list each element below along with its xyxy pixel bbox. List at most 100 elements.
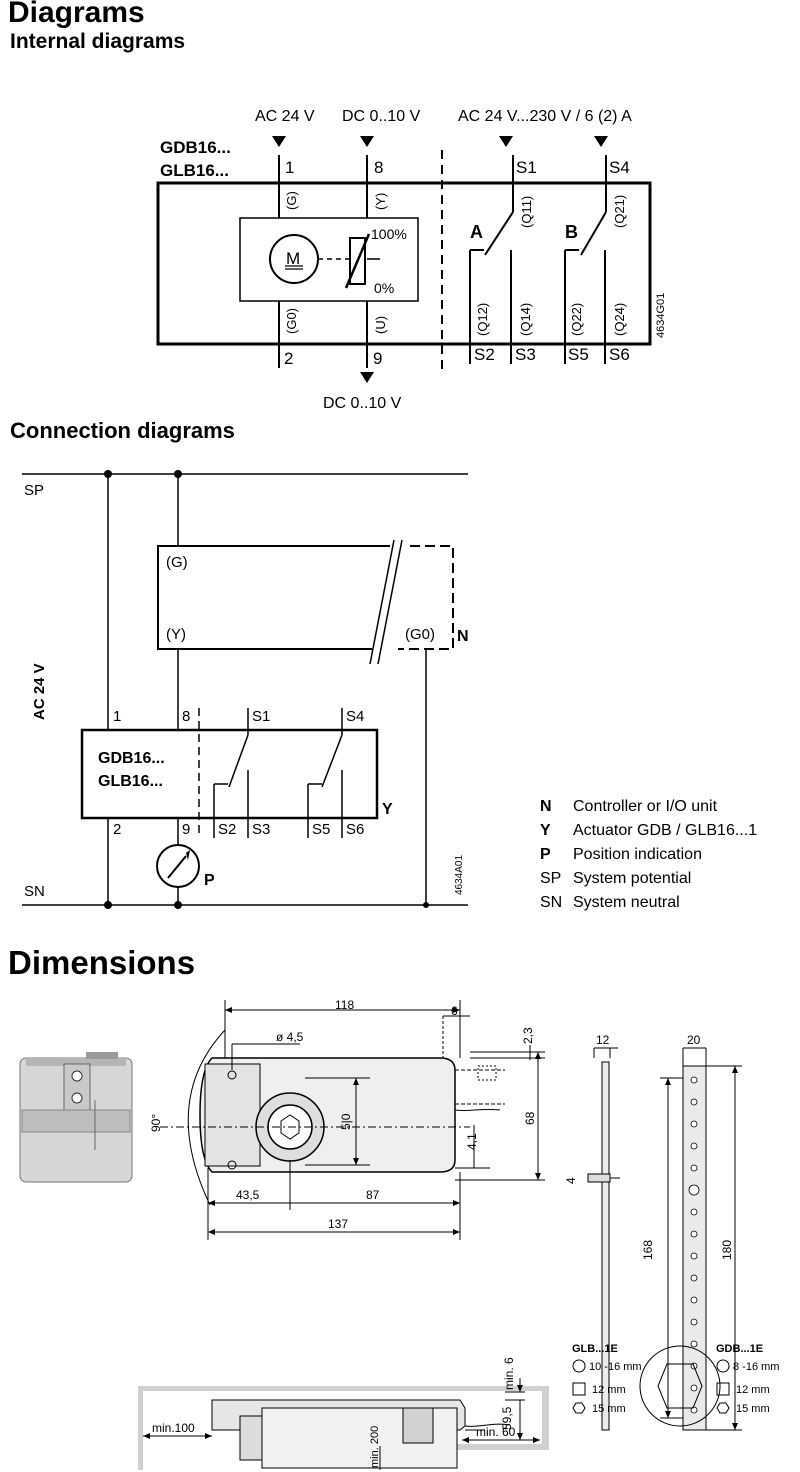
terminal-1: 1 [285,158,294,177]
terminal-s1: S1 [516,158,537,177]
dim-50: 5|0 [339,1113,353,1130]
pin-g: (G) [284,191,299,210]
rail-holes [688,1076,700,1414]
dim-20: 20 [687,1033,701,1047]
dim-90: 90° [149,1114,163,1132]
pin-u: (U) [373,316,388,334]
terminal-s5: S5 [568,345,589,364]
terminal-s4: S4 [609,158,630,177]
internal-diagram: AC 24 V DC 0..10 V AC 24 V...230 V / 6 (… [156,108,667,412]
conn-t2: 2 [113,821,121,838]
conn-t8: 8 [182,708,190,725]
dim-min-60: min. 60 [476,1425,516,1439]
conn-ts1: S1 [252,708,270,725]
conn-t1: 1 [113,708,121,725]
gdb-hex-size: 15 mm [736,1403,770,1415]
switch-rating-label: AC 24 V...230 V / 6 (2) A [458,108,632,125]
dimensions-heading: Dimensions [8,944,196,981]
square-spindle-icon [572,1382,586,1396]
hex-spindle-icon [716,1402,730,1414]
dim-12: 12 [596,1033,610,1047]
conn-g0-label: (G0) [405,626,435,643]
conn-model-gdb16: GDB16... [98,750,165,767]
signal-out-label: DC 0..10 V [323,395,402,412]
pin-q24: (Q24) [612,303,627,336]
switch-a-label: A [470,222,483,242]
signal-in-label: DC 0..10 V [342,108,421,125]
dim-59-5: 59,5 [500,1406,514,1430]
dim-2-3: 2,3 [521,1027,535,1044]
spindle-clamp-hex [657,1363,703,1409]
sn-label: SN [24,883,45,900]
conn-g-label: (G) [166,554,188,571]
pct-0-label: 0% [374,280,394,296]
round-spindle-icon [572,1359,586,1373]
gdb-heading: GDB...1E [716,1343,763,1355]
glb-hex-size: 15 mm [592,1403,626,1415]
pin-q21: (Q21) [612,195,627,228]
terminal-9: 9 [373,349,382,368]
dim-4: 4 [564,1177,578,1184]
terminal-8: 8 [374,158,383,177]
dim-87: 87 [366,1188,380,1202]
conn-ts4: S4 [346,708,364,725]
pin-q12: (Q12) [475,303,490,336]
dim-min-6: min. 6 [502,1357,516,1390]
glb-heading: GLB...1E [572,1343,618,1355]
dim-137: 137 [328,1217,348,1231]
pin-q22: (Q22) [569,303,584,336]
pin-g0: (G0) [284,308,299,334]
dim-6: 6 [451,1004,458,1018]
dim-180: 180 [720,1240,734,1260]
glb-round-size: 10 -16 mm [589,1361,642,1373]
motor-symbol: M [286,249,300,268]
conn-ts5: S5 [312,821,330,838]
model-glb16: GLB16... [160,161,229,180]
conn-ts3: S3 [252,821,270,838]
actuator-perspective-illustration [19,1052,133,1183]
conn-ts6: S6 [346,821,364,838]
pin-q14: (Q14) [518,303,533,336]
model-gdb16: GDB16... [160,138,231,157]
pin-y: (Y) [373,193,388,210]
dim-43-5: 43,5 [236,1188,260,1202]
hex-spindle-icon [572,1402,586,1414]
gdb-square-size: 12 mm [736,1384,770,1396]
conn-ts2: S2 [218,821,236,838]
conn-y-label: (Y) [166,626,186,643]
terminal-s2: S2 [474,345,495,364]
internal-drawing-code: 4634G01 [655,293,667,338]
dim-168: 168 [641,1240,655,1260]
sp-label: SP [24,482,44,499]
dim-68: 68 [523,1111,537,1125]
dim-min-200: min. 200 [369,1426,381,1468]
conn-p-label: P [204,872,215,889]
round-spindle-icon [716,1359,730,1373]
terminal-s3: S3 [515,345,536,364]
connection-diagram: SP SN (G) (Y) (G0) 1 8 S1 S4 2 9 S2 S3 S… [22,470,469,909]
conn-y-marker: Y [382,801,393,818]
ac24v-label: AC 24 V [31,663,48,720]
dim-4-1: 4,1 [465,1133,479,1150]
glb-square-size: 12 mm [592,1384,626,1396]
conn-n-label: N [457,628,469,645]
dim-118: 118 [335,998,354,1012]
terminal-2: 2 [284,349,293,368]
dim-min-100: min.100 [152,1421,195,1435]
supply-ac-label: AC 24 V [255,108,315,125]
switch-b-label: B [565,222,578,242]
terminal-s6: S6 [609,345,630,364]
page-title: Diagrams [8,0,145,29]
pin-q11: (Q11) [519,196,534,228]
dim-hole: ø 4,5 [276,1030,304,1044]
conn-t9: 9 [182,821,190,838]
gdb-round-size: 8 -16 mm [733,1361,779,1373]
pct-100-label: 100% [371,226,407,242]
conn-model-glb16: GLB16... [98,773,163,790]
